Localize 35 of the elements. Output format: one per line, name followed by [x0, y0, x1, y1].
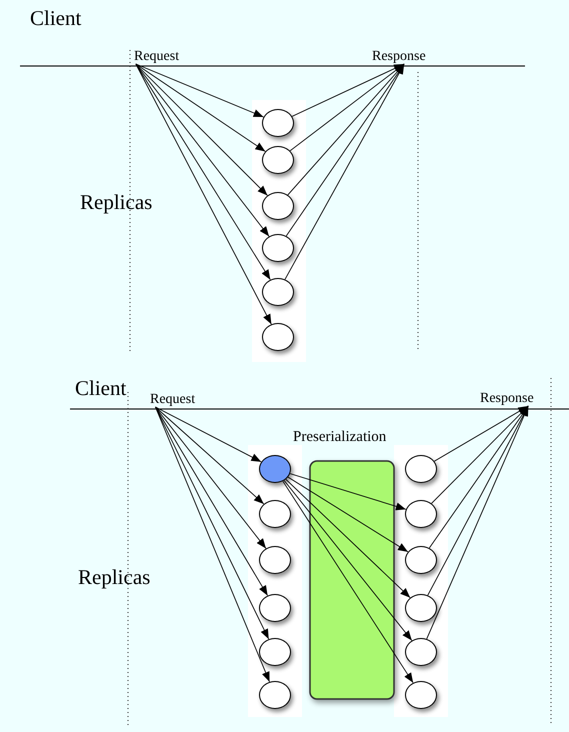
- arrow: [290, 64, 405, 152]
- response-label: Response: [480, 392, 534, 406]
- arrow: [285, 478, 411, 598]
- arrow: [427, 406, 529, 596]
- arrow: [284, 64, 405, 280]
- arrow: [292, 64, 405, 117]
- arrow: [154, 406, 266, 549]
- arrow: [135, 64, 268, 196]
- arrow: [288, 476, 408, 552]
- arrow: [428, 406, 529, 548]
- arrow: [286, 64, 405, 236]
- arrow: [426, 406, 529, 640]
- arrow: [284, 480, 412, 641]
- request-label: Request: [150, 393, 196, 407]
- request-label: Request: [134, 50, 180, 64]
- response-label: Response: [372, 50, 426, 64]
- arrow: [135, 64, 264, 118]
- arrow: [154, 406, 268, 596]
- arrow: [154, 406, 270, 682]
- arrow: [135, 64, 270, 237]
- arrow: [135, 64, 271, 280]
- arrow: [154, 406, 264, 504]
- arrow: [135, 64, 272, 325]
- phase-heading: Preserialization: [293, 430, 386, 445]
- arrow: [431, 406, 529, 504]
- role-label: Replicas: [80, 192, 152, 213]
- role-label: Replicas: [78, 567, 150, 588]
- arrow: [135, 64, 266, 152]
- arrow: [282, 480, 414, 684]
- arrow: [434, 406, 529, 462]
- arrow: [287, 64, 405, 196]
- arrow: [154, 406, 262, 462]
- role-label: Client: [30, 8, 82, 29]
- role-label: Client: [75, 378, 126, 399]
- arrow: [290, 473, 406, 510]
